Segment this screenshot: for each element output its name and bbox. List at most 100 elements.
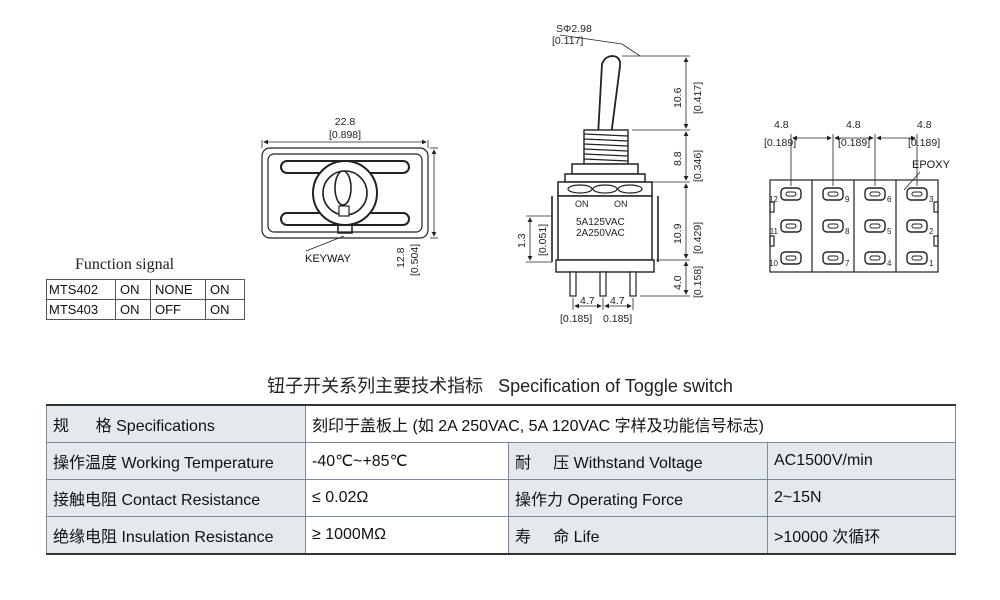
- pin-pad: [822, 187, 844, 201]
- spec-label: 寿 命 Life: [508, 516, 768, 555]
- ball-dim-inch: [0.117]: [552, 35, 583, 47]
- function-signal-title: Function signal: [75, 256, 175, 273]
- pitch-dim-inch-2: 0.185]: [603, 313, 632, 325]
- pin-pad: [780, 187, 802, 201]
- position-3-cell: ON: [205, 299, 245, 320]
- spec-value: 2~15N: [767, 479, 956, 517]
- position-1-cell: ON: [115, 299, 151, 320]
- pin-number: 2: [929, 227, 934, 236]
- top-height-dim-inch: [0.504]: [409, 244, 421, 276]
- position-3-cell: ON: [205, 279, 245, 300]
- pin-pad: [780, 251, 802, 265]
- bottom-pitch-inch-3: [0.189]: [908, 137, 940, 149]
- bushing-dim-inch: [0.346]: [692, 150, 704, 182]
- pin-pad: [906, 219, 928, 233]
- pin-number: 7: [845, 259, 850, 268]
- spec-label: 操作温度 Working Temperature: [46, 442, 306, 480]
- pitch-dim-inch-1: [0.185]: [560, 313, 592, 325]
- table-row: 规 格 Specifications 刻印于盖板上 (如 2A 250VAC, …: [46, 404, 956, 443]
- bottom-pitch-1: 4.8: [774, 119, 789, 131]
- spec-value: ≥ 1000MΩ: [305, 516, 509, 555]
- model-cell: MTS402: [46, 279, 116, 300]
- body-dim-inch: [0.429]: [692, 222, 704, 254]
- pin-grid: 12 9 6 3 11 8 5 2 10 7 4 1: [769, 187, 934, 268]
- terminal-dim: 4.0: [672, 275, 684, 290]
- top-view: [261, 139, 438, 252]
- table-row: 操作温度 Working Temperature -40℃~+85℃ 耐 压 W…: [46, 442, 956, 480]
- body-dim: 10.9: [672, 223, 684, 244]
- pin-pad: [864, 187, 886, 201]
- standoff-dim-inch: [0.051]: [537, 224, 549, 256]
- pin-number: 11: [770, 227, 779, 236]
- pin-pad: [906, 187, 928, 201]
- pin-number: 9: [845, 195, 850, 204]
- technical-drawing: 22.8 [0.898] 12.8 [0.504] KEYWAY: [261, 23, 951, 325]
- ball-dim: SΦ2.98: [556, 23, 592, 35]
- top-width-dim: 22.8: [335, 116, 356, 128]
- pin-slot: [827, 223, 839, 229]
- spec-value: 刻印于盖板上 (如 2A 250VAC, 5A 120VAC 字样及功能信号标志…: [305, 404, 956, 443]
- table-row: 接触电阻 Contact Resistance ≤ 0.02Ω 操作力 Oper…: [46, 479, 956, 517]
- position-2-cell: OFF: [150, 299, 206, 320]
- pin-slot: [869, 191, 881, 197]
- spec-label: 规 格 Specifications: [46, 404, 306, 443]
- rating-line-2: 2A250VAC: [576, 228, 625, 239]
- epoxy-label: EPOXY: [912, 159, 951, 171]
- pin-number: 1: [929, 259, 934, 268]
- pin-number: 3: [929, 195, 934, 204]
- pin-slot: [869, 255, 881, 261]
- bottom-pitch-3: 4.8: [917, 119, 932, 131]
- pitch-dim-2: 4.7: [610, 295, 625, 307]
- pin-number: 4: [887, 259, 892, 268]
- pin-pad: [864, 251, 886, 265]
- pin-slot: [785, 223, 797, 229]
- position-1-cell: ON: [115, 279, 151, 300]
- pin-pad: [906, 251, 928, 265]
- table-row: MTS403 ON OFF ON: [46, 299, 245, 320]
- spec-table: 规 格 Specifications 刻印于盖板上 (如 2A 250VAC, …: [46, 404, 956, 555]
- bottom-pitch-inch-2: [0.189]: [838, 137, 870, 149]
- spec-label: 绝缘电阻 Insulation Resistance: [46, 516, 306, 555]
- pin-slot: [911, 255, 923, 261]
- spec-value: AC1500V/min: [767, 442, 956, 480]
- spec-label: 耐 压 Withstand Voltage: [508, 442, 768, 480]
- lever-dim-inch: [0.417]: [692, 82, 704, 114]
- position-2-cell: NONE: [150, 279, 206, 300]
- pin-slot: [827, 255, 839, 261]
- top-width-dim-inch: [0.898]: [329, 129, 361, 141]
- table-row: 绝缘电阻 Insulation Resistance ≥ 1000MΩ 寿 命 …: [46, 516, 956, 555]
- bushing-dim: 8.8: [672, 151, 684, 166]
- model-cell: MTS403: [46, 299, 116, 320]
- pin-pad: [822, 251, 844, 265]
- pin-pad: [780, 219, 802, 233]
- bottom-pitch-2: 4.8: [846, 119, 861, 131]
- spec-label: 接触电阻 Contact Resistance: [46, 479, 306, 517]
- lever-dim: 10.6: [672, 87, 684, 108]
- pitch-dim-1: 4.7: [580, 295, 595, 307]
- top-height-dim: 12.8: [395, 247, 407, 268]
- side-view: [526, 34, 690, 310]
- rating-line-1: 5A125VAC: [576, 217, 625, 228]
- spec-label: 操作力 Operating Force: [508, 479, 768, 517]
- pin-slot: [827, 191, 839, 197]
- pin-slot: [911, 223, 923, 229]
- pin-slot: [785, 255, 797, 261]
- pin-number: 8: [845, 227, 850, 236]
- pin-number: 12: [769, 195, 778, 204]
- terminal-dim-inch: [0.158]: [692, 266, 704, 298]
- bottom-pitch-inch-1: [0.189]: [764, 137, 796, 149]
- spec-value: ≤ 0.02Ω: [305, 479, 509, 517]
- pin-number: 5: [887, 227, 892, 236]
- on-label-right: ON: [614, 199, 628, 209]
- spec-value: >10000 次循环: [767, 516, 956, 555]
- pin-number: 10: [769, 259, 778, 268]
- pin-pad: [822, 219, 844, 233]
- standoff-dim: 1.3: [516, 233, 528, 248]
- pin-slot: [785, 191, 797, 197]
- spec-title: 钮子开关系列主要技术指标 Specification of Toggle swi…: [267, 376, 733, 396]
- on-label-left: ON: [575, 199, 589, 209]
- pin-number: 6: [887, 195, 892, 204]
- keyway-label: KEYWAY: [305, 253, 352, 265]
- table-row: MTS402 ON NONE ON: [46, 279, 245, 300]
- pin-pad: [864, 219, 886, 233]
